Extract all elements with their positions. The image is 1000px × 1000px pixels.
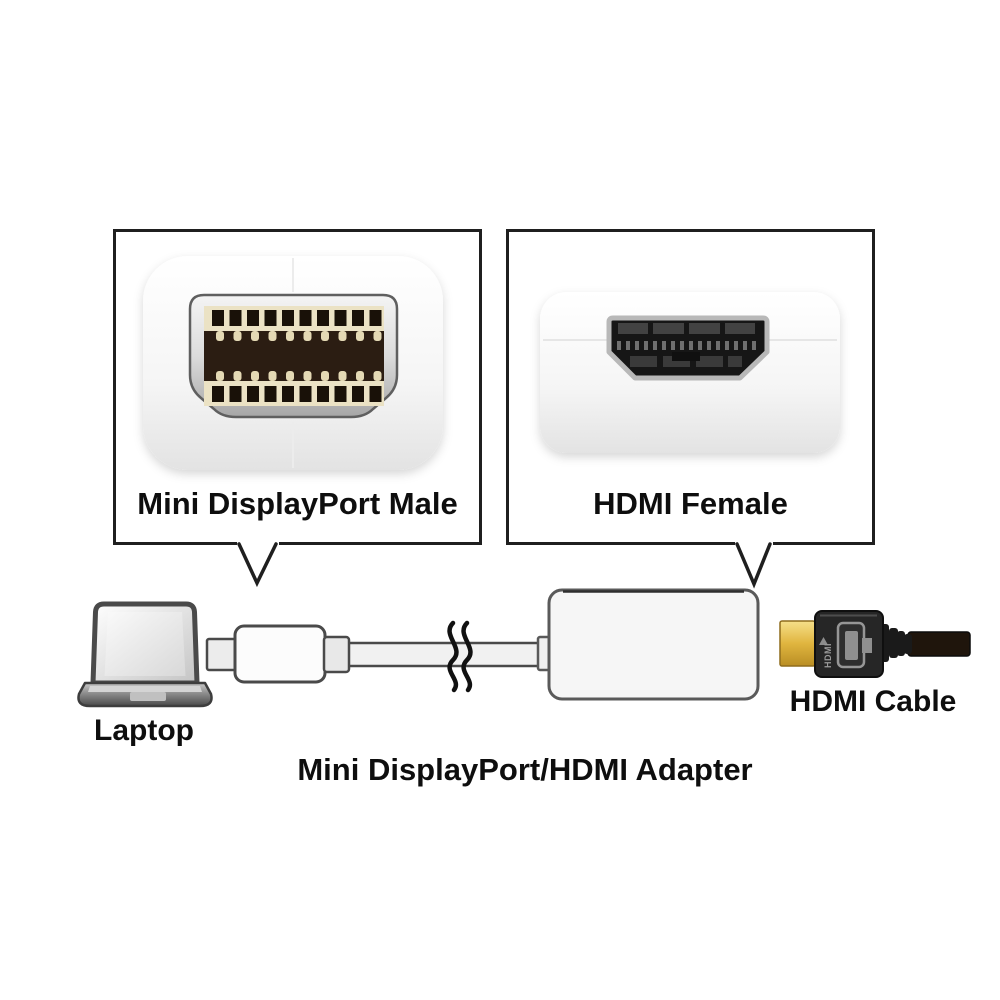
hdmi-plug-icon: HDMI <box>779 610 971 678</box>
mini-displayport-male-label: Mini DisplayPort Male <box>137 486 458 521</box>
left-callout-pointer-icon <box>237 540 279 588</box>
hdmi-cable-label: HDMI Cable <box>789 685 957 718</box>
mini-displayport-plug-icon <box>205 624 351 684</box>
laptop-label: Laptop <box>94 714 194 747</box>
adapter-label: Mini DisplayPort/HDMI Adapter <box>297 752 753 787</box>
right-callout-pointer-icon <box>735 540 773 589</box>
adapter-body-icon <box>536 588 760 701</box>
laptop-icon <box>77 601 213 708</box>
hdmi-plug-label: HDMI <box>823 643 833 668</box>
adapter-cable-icon <box>345 641 545 668</box>
cable-break-icon <box>447 620 473 693</box>
hdmi-female-label: HDMI Female <box>593 486 788 521</box>
